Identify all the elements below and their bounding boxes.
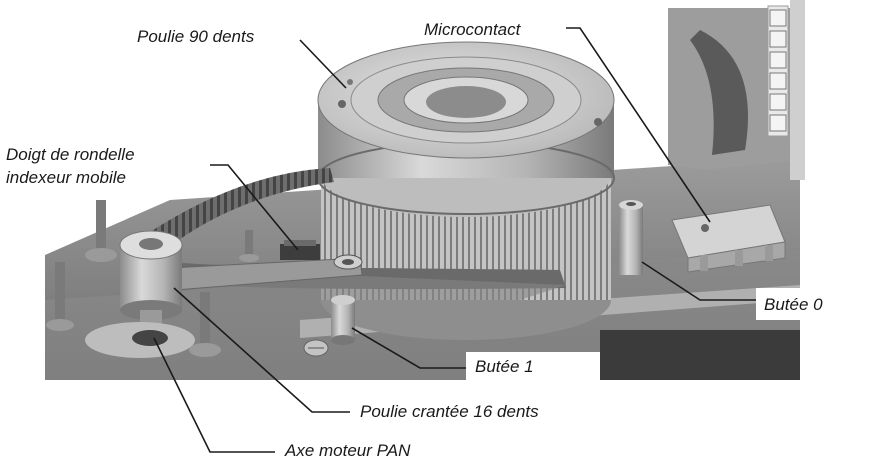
label-butee-1: Butée 1 — [475, 357, 534, 376]
label-poulie-16: Poulie crantée 16 dents — [360, 402, 539, 421]
screw-head — [303, 339, 329, 357]
indexer-finger — [280, 240, 320, 260]
label-doigt-line2: indexeur mobile — [6, 168, 127, 187]
stop-0-post — [619, 200, 643, 275]
label-microcontact: Microcontact — [424, 20, 521, 39]
page-icon[interactable] — [769, 30, 787, 48]
save-icon[interactable] — [769, 114, 787, 132]
label-bg-butee-0 — [756, 288, 871, 320]
microswitch — [671, 204, 786, 273]
stop-1-post — [331, 295, 355, 345]
leader-axe-moteur — [153, 337, 275, 453]
label-axe-moteur: Axe moteur PAN — [285, 441, 411, 460]
print-icon[interactable] — [769, 93, 787, 111]
pulley-16-teeth — [119, 230, 183, 340]
motor-axis — [85, 322, 195, 358]
threaded-studs — [46, 200, 259, 357]
leader-poulie-90 — [299, 39, 347, 89]
leader-lines — [153, 27, 758, 453]
label-poulie-90: Poulie 90 dents — [137, 27, 255, 46]
leader-microcontact — [566, 27, 711, 223]
leader-doigt — [210, 164, 299, 251]
label-bg-butee-1 — [466, 352, 600, 380]
leader-poulie-16 — [173, 287, 350, 413]
label-butee-0: Butée 0 — [764, 295, 823, 314]
leader-butee-1 — [351, 327, 470, 369]
label-doigt-line1: Doigt de rondelle — [6, 145, 135, 164]
right-housing — [668, 0, 805, 180]
tool-icon[interactable] — [769, 9, 787, 27]
zoom-icon[interactable] — [769, 72, 787, 90]
leader-butee-0 — [641, 261, 758, 301]
lock-icon[interactable] — [769, 51, 787, 69]
pulley-90-teeth — [317, 41, 615, 340]
cad-toolbar[interactable] — [767, 5, 789, 137]
